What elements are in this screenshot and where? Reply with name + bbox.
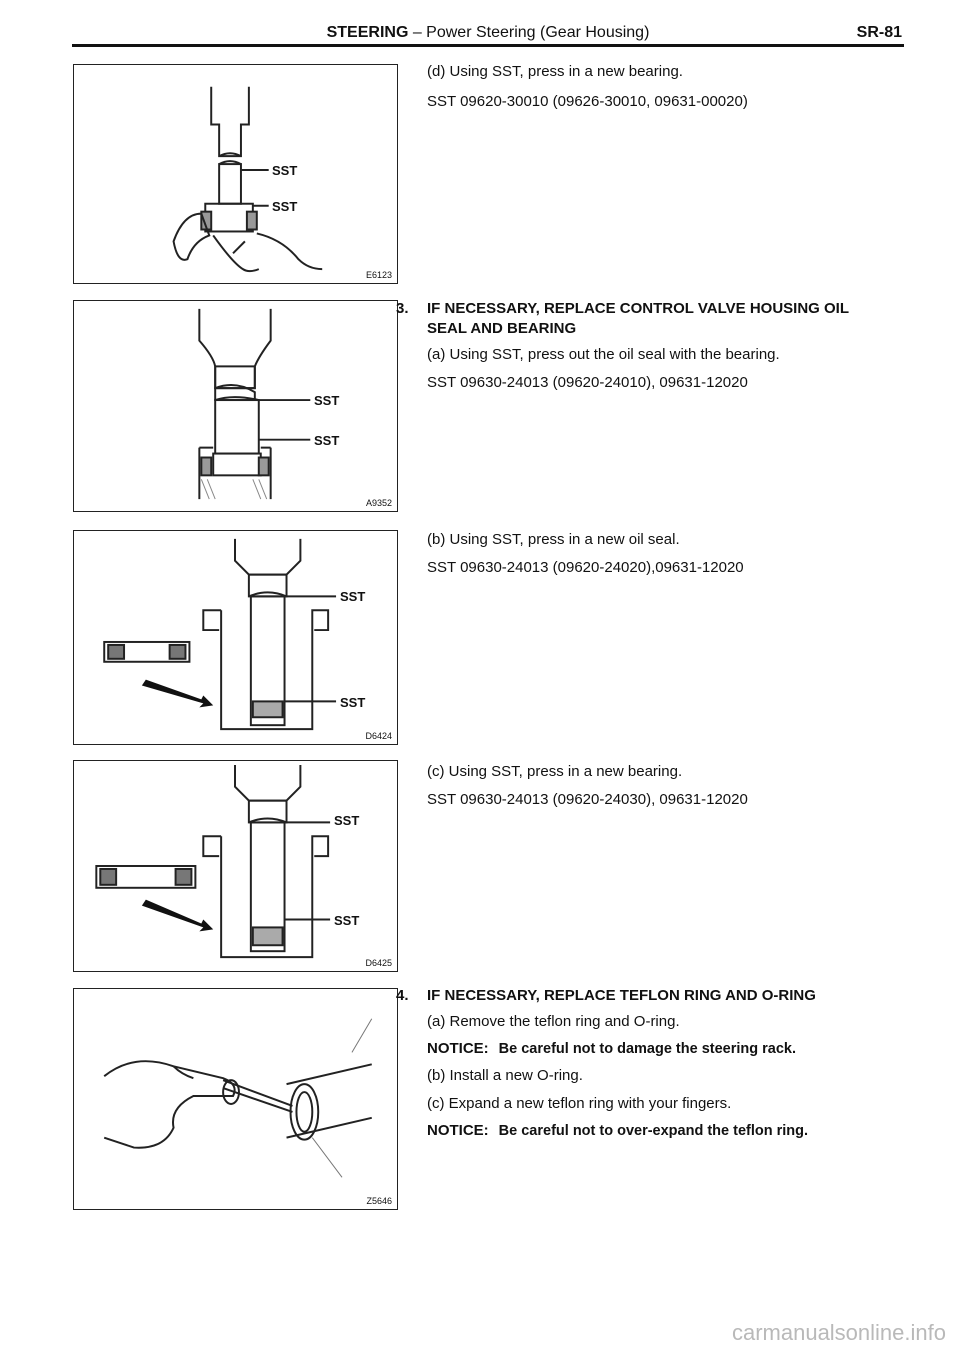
figure-teflon-ring: Z5646 <box>73 988 398 1210</box>
step-3-heading-cont: SEAL AND BEARING <box>427 320 577 337</box>
page-number: SR-81 <box>856 24 902 41</box>
step-3a-sst: SST 09630-24013 (09620-24010), 09631-120… <box>427 374 748 391</box>
step-3a-text: (a) Using SST, press out the oil seal wi… <box>427 346 780 363</box>
figure-press-in-oil-seal: SST SST D6424 <box>73 530 398 745</box>
teflon-ring-illustration <box>103 1018 373 1178</box>
oil-seal-removal-illustration <box>198 308 311 500</box>
notice-label: NOTICE: <box>427 1122 489 1139</box>
notice-text: Be careful not to over-expand the teflon… <box>498 1123 809 1139</box>
step-3-heading: IF NECESSARY, REPLACE CONTROL VALVE HOUS… <box>427 300 849 317</box>
step-4-heading: IF NECESSARY, REPLACE TEFLON RING AND O-… <box>427 987 816 1004</box>
sst-label: SST <box>340 589 366 604</box>
watermark: carmanualsonline.info <box>731 1320 946 1345</box>
bearing-press-illustration <box>172 86 323 273</box>
header-subsection: – Power Steering (Gear Housing) <box>408 24 650 41</box>
step-4-number: 4. <box>396 987 409 1004</box>
step-d-text: (d) Using SST, press in a new bearing. <box>427 63 683 80</box>
notice-text: Be careful not to damage the steering ra… <box>498 1041 797 1057</box>
step-3-number: 3. <box>396 300 409 317</box>
step-4c-text: (c) Expand a new teflon ring with your f… <box>427 1095 732 1112</box>
sst-label: SST <box>314 393 340 408</box>
step-4b-text: (b) Install a new O-ring. <box>427 1067 583 1084</box>
figure-code: D6425 <box>365 958 392 968</box>
header-rule <box>72 44 904 47</box>
figure-press-bearing: SST SST E6123 <box>73 64 398 284</box>
figure-press-out-oil-seal: SST SST A9352 <box>73 300 398 512</box>
figure-code: Z5646 <box>366 1196 392 1206</box>
notice-2: NOTICE: Be careful not to over-expand the… <box>427 1122 808 1139</box>
bearing-install-illustration <box>95 764 331 959</box>
step-3b-text: (b) Using SST, press in a new oil seal. <box>427 531 680 548</box>
figure-code: A9352 <box>365 498 392 508</box>
oil-seal-install-illustration <box>103 538 337 731</box>
header-section: STEERING <box>326 24 409 41</box>
sst-label: SST <box>314 433 340 448</box>
header-title: STEERING – Power Steering (Gear Housing) <box>72 24 904 42</box>
figure-code: D6424 <box>365 731 392 741</box>
sst-label: SST <box>272 199 298 214</box>
notice-1: NOTICE: Be careful not to damage the stee… <box>427 1040 796 1057</box>
notice-label: NOTICE: <box>427 1040 489 1057</box>
sst-label: SST <box>272 163 298 178</box>
figure-press-in-bearing: SST SST D6425 <box>73 760 398 972</box>
step-3b-sst: SST 09630-24013 (09620-24020),09631-1202… <box>427 559 744 576</box>
step-3c-text: (c) Using SST, press in a new bearing. <box>427 763 683 780</box>
sst-label: SST <box>340 695 366 710</box>
page-header: STEERING – Power Steering (Gear Housing)… <box>72 22 904 44</box>
figure-code: E6123 <box>365 270 392 280</box>
sst-label: SST <box>334 813 360 828</box>
sst-label: SST <box>334 913 360 928</box>
step-4a-text: (a) Remove the teflon ring and O-ring. <box>427 1013 680 1030</box>
step-3c-sst: SST 09630-24013 (09620-24030), 09631-120… <box>427 791 748 808</box>
step-d-sst: SST 09620-30010 (09626-30010, 09631-0002… <box>427 93 748 110</box>
